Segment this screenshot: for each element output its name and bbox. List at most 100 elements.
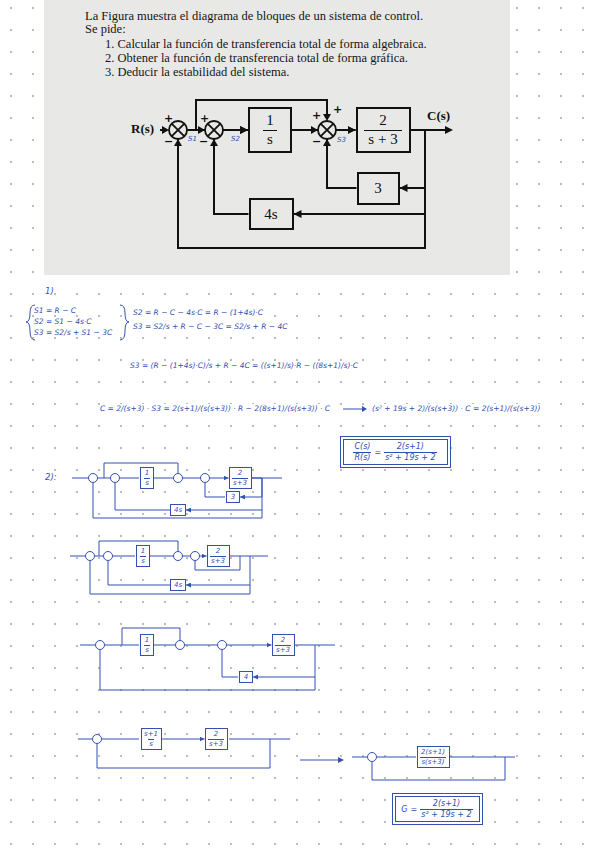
result-box: G=2(s+1)s² + 19s + 2 (395, 796, 480, 822)
block-text: 4s (174, 581, 182, 589)
numerator: 1 (141, 547, 145, 555)
drawing-part (174, 552, 183, 561)
sketch-block: 3 (226, 491, 240, 503)
drawing-part (104, 552, 113, 561)
equation: S2 = R − C − 4s·C = R − (1+4s)·C (133, 308, 263, 317)
sign-mark: + (200, 113, 209, 124)
denominator: s (263, 130, 277, 148)
sketch-block: 2s+3 (207, 545, 230, 567)
drawing-part (362, 406, 367, 412)
drawing-part (201, 474, 210, 483)
numerator: 2 (379, 112, 387, 129)
sketch-block: 1s (140, 467, 154, 489)
problem-title: La Figura muestra el diagrama de bloques… (85, 9, 423, 23)
sketch-wires (70, 541, 268, 594)
denominator: s² + 19s + 2 (384, 452, 436, 462)
denominator: s (148, 739, 154, 748)
sketch-line (154, 478, 229, 479)
denominator: s² + 19s + 2 (420, 809, 472, 819)
sign-mark: + (312, 110, 321, 121)
drawing-part (89, 474, 98, 483)
block-text: G (401, 805, 407, 814)
arrowhead (198, 126, 205, 134)
denominator: s (140, 556, 146, 565)
sketch-block: 2s+3 (205, 728, 228, 750)
task-item: 1. Calcular la función de transferencia … (105, 37, 427, 51)
equation: S1 = R − C (34, 306, 76, 315)
fraction: 2s+3 (275, 636, 291, 653)
fraction: 2s+3 (210, 547, 226, 564)
drawing-part (93, 735, 102, 744)
numerator: 1 (266, 112, 274, 129)
handwritten-ink (26, 305, 515, 780)
drawing-part (191, 552, 200, 561)
numerator: 2(s+1) (433, 799, 460, 808)
equation: S3 = S2/s + R − C − 3C = S2/s + R − 4C (133, 322, 288, 331)
sketch-line (162, 739, 205, 740)
sign-mark: − (164, 136, 173, 147)
block-text: = (411, 805, 418, 814)
drawing-part (96, 641, 105, 650)
sketch-block: 2(s+1)s(s+3) (417, 746, 450, 768)
signal-note: S3 (337, 136, 346, 144)
fraction: 1s (263, 112, 277, 148)
fraction: 2s+3 (232, 469, 248, 486)
fraction: 2s + 3 (364, 112, 401, 148)
task-item: 3. Deducir la estabilidad del sistema. (105, 65, 289, 79)
implies-arrow (300, 760, 340, 761)
sketch-wires (78, 739, 290, 768)
denominator: s+3 (210, 556, 226, 565)
brace (120, 305, 129, 340)
numerator: 2(s+1) (421, 748, 445, 756)
gain-block: 4s (249, 198, 294, 230)
numerator: 2(s+1) (397, 442, 424, 451)
fraction: 2(s+1)s² + 19s + 2 (420, 799, 472, 818)
denominator: s (144, 478, 150, 487)
denominator: s (144, 645, 150, 654)
block-text: 3 (374, 180, 382, 197)
equation: S3 = (R − (1+4s)·C)/s + R − 4C = ((s+1)/… (130, 361, 358, 370)
drawing-part (338, 757, 344, 763)
block-text: = (374, 448, 381, 457)
numerator: s+1 (144, 730, 158, 738)
denominator: s(s+3) (420, 757, 445, 766)
arrowhead (323, 114, 331, 121)
denominator: s+3 (208, 739, 224, 748)
arrowhead (323, 139, 331, 146)
numerator: 2 (214, 730, 218, 738)
sketch-block: 4s (170, 504, 186, 516)
gain-block: 3 (357, 172, 400, 205)
sketch-wires (80, 628, 335, 690)
block-text: 4s (174, 506, 182, 514)
signal-note: S1 (188, 135, 197, 143)
fraction: s+1s (144, 730, 158, 747)
denominator: R(s) (353, 452, 371, 462)
numerator: 1 (145, 636, 149, 644)
arrowhead (162, 126, 169, 134)
numerator: 2 (281, 636, 285, 644)
arrowhead (210, 139, 218, 146)
section-number: 1) (45, 286, 54, 296)
numerator: C(s) (354, 442, 370, 451)
drawing-part (218, 641, 227, 650)
sketch-line (154, 645, 272, 646)
sign-mark: + (164, 113, 173, 124)
sketch-block: 1s (140, 634, 154, 656)
numerator: 2 (238, 469, 242, 477)
sign-mark: + (333, 104, 342, 115)
sketch-block: 4 (239, 671, 253, 683)
denominator: s+3 (275, 645, 291, 654)
denominator: s+3 (232, 478, 248, 487)
numerator: 2 (216, 547, 220, 555)
sign-mark: − (312, 136, 321, 147)
implies-arrow (343, 409, 364, 410)
fraction: C(s)R(s) (353, 442, 371, 461)
output-wire (405, 129, 446, 131)
transfer-block: 1s (248, 107, 292, 153)
task-heading: Se pide: (85, 22, 126, 36)
sketch-wires (352, 757, 515, 780)
arrowhead (174, 139, 182, 146)
sketch-junctions (86, 474, 377, 762)
